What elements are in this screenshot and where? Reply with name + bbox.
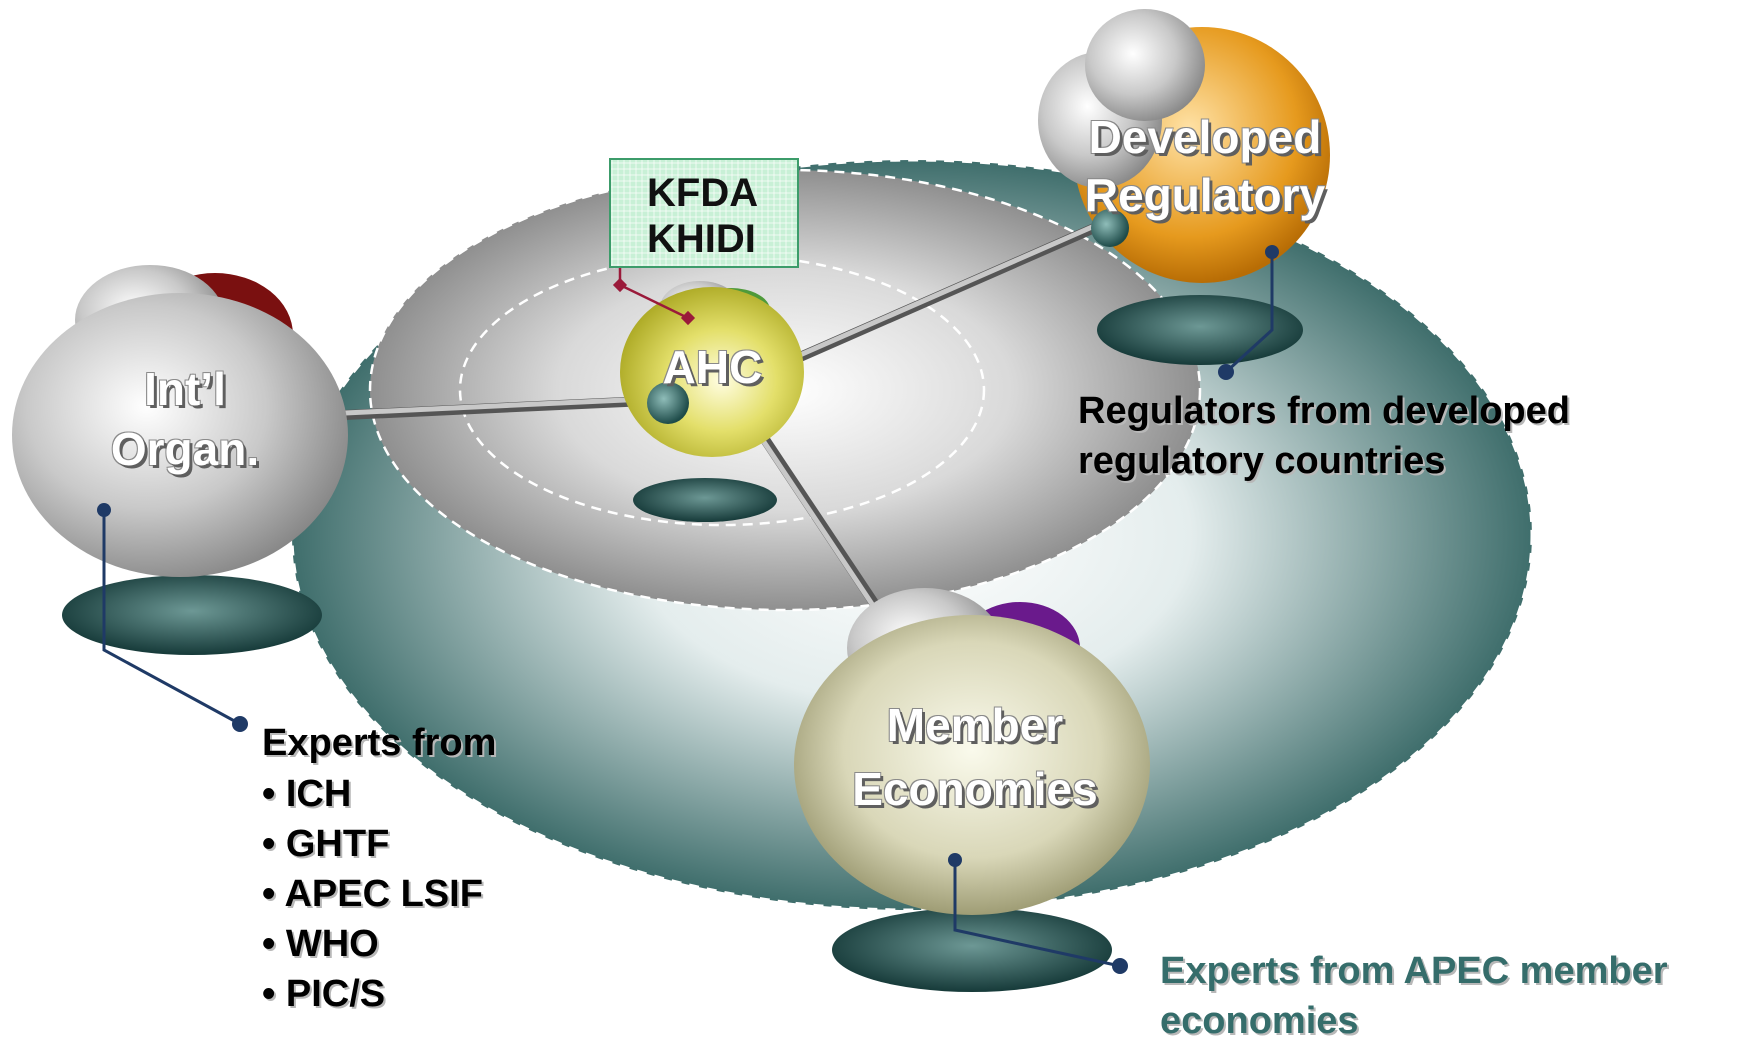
intl-callout-dot-top: [97, 503, 111, 517]
member-callout-dot-end: [1112, 958, 1128, 974]
kfda-label: KFDA: [647, 171, 759, 215]
developed-node-label-line1: Developed: [1088, 111, 1322, 163]
developed-callout-dot-top: [1265, 245, 1279, 259]
member-callout-dot-top: [948, 853, 962, 867]
member-caption-line1: Experts from APEC member: [1160, 950, 1668, 992]
developed-top-ball: [1085, 9, 1205, 121]
intl-callout-dot-end: [232, 716, 248, 732]
intl-caption-heading: Experts from: [262, 722, 497, 764]
intl-experts-item: GHTF: [262, 819, 483, 869]
developed-node-label-line2: Regulatory: [1084, 169, 1326, 221]
developed-rod-socket: [1091, 209, 1129, 247]
rod-to-intl-highlight: [342, 395, 671, 416]
intl-callout-line: [102, 510, 241, 726]
intl-experts-item: WHO: [262, 919, 483, 969]
developed-callout-dot-end: [1218, 364, 1234, 380]
intl-shadow: [62, 575, 322, 655]
khidi-label: KHIDI: [647, 217, 756, 261]
intl-experts-item: PIC/S: [262, 969, 483, 1019]
member-callout-line: [953, 860, 1121, 968]
intl-node-label-line2: Organ.: [110, 423, 260, 475]
developed-caption-line1: Regulators from developed: [1078, 390, 1570, 432]
kfda-pointer-dot-end: [680, 310, 696, 326]
developed-callout-line: [1224, 252, 1274, 374]
ahc-rod-socket: [647, 382, 689, 424]
developed-caption-line2: regulatory countries: [1078, 440, 1446, 482]
kfda-khidi-box: KFDA KHIDI: [609, 158, 799, 268]
rod-to-member-highlight: [747, 418, 881, 616]
intl-experts-list: ICH GHTF APEC LSIF WHO PIC/S: [262, 769, 483, 1019]
intl-node-label-line1: Int’l: [144, 363, 226, 415]
member-shadow: [832, 908, 1112, 992]
ahc-shadow: [633, 478, 777, 522]
rod-to-developed-highlight: [797, 217, 1111, 358]
ahc-node-label: AHC: [662, 341, 763, 393]
member-ball: [794, 615, 1150, 915]
intl-experts-item: ICH: [262, 769, 483, 819]
member-node-label-line1: Member: [886, 699, 1064, 751]
intl-ball: [12, 293, 348, 577]
member-caption-line2: economies: [1160, 1000, 1359, 1042]
intl-experts-item: APEC LSIF: [262, 869, 482, 919]
kfda-pointer-dot-mid: [612, 277, 628, 293]
member-node-label-line2: Economies: [852, 763, 1098, 815]
